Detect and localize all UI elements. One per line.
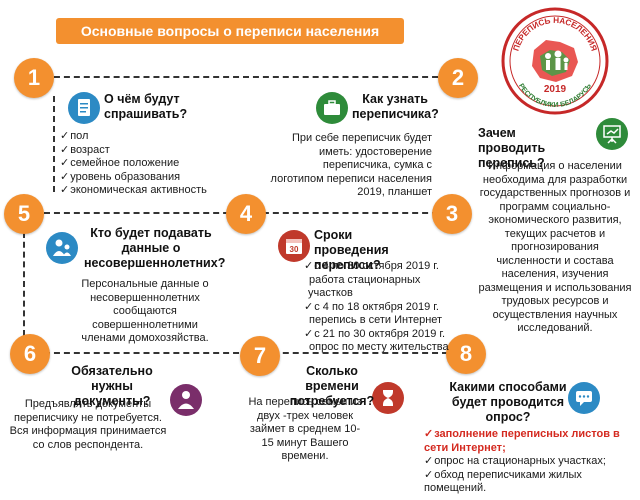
list-item: перепись в сети Интернет — [309, 314, 443, 326]
question-5: Кто будет подавать данные о несовершенно… — [84, 226, 226, 270]
step-badge-3: 3 — [432, 194, 472, 234]
answer-6: Предъявлять документы переписчику не пот… — [9, 398, 167, 451]
step-badge-4: 4 — [226, 194, 266, 234]
answer-2: При себе переписчик будет иметь: удостов… — [270, 132, 432, 198]
census-logo: ПЕРЕПИСЬ НАСЕЛЕНИЯ РЕСПУБЛИКИ БЕЛАРУСЬ 2… — [501, 7, 609, 115]
hourglass-icon — [372, 382, 404, 414]
connector-1-2 — [44, 76, 448, 78]
step-badge-1: 1 — [14, 58, 54, 98]
presentation-icon — [596, 118, 628, 150]
briefcase-icon — [316, 92, 348, 124]
answer-list-8: заполнение переписных листов в сети Инте… — [424, 428, 630, 496]
list-item: обход переписчиками жилых помещений. — [424, 469, 630, 496]
list-item: работа стационарных участков — [308, 273, 421, 300]
list-item: пол — [60, 130, 240, 144]
list-item: заполнение переписных листов в сети Инте… — [424, 428, 630, 455]
list-item: экономическая активность — [60, 184, 240, 198]
questionnaire-icon — [68, 92, 100, 124]
answer-7: На перепись семьи из двух -трех человек … — [248, 396, 362, 462]
question-7: Сколько времени потребуется? — [289, 364, 375, 408]
question-6: Обязательно нужны документы? — [71, 364, 153, 408]
answer-list-1: пол возраст семейное положение уровень о… — [60, 130, 240, 198]
connector-1-5 — [53, 96, 55, 192]
answer-3: Информация о населении необходима для ра… — [478, 160, 632, 334]
list-item: опрос по месту жительства — [309, 341, 449, 353]
step-badge-5: 5 — [4, 194, 44, 234]
step-badge-7: 7 — [240, 336, 280, 376]
step-badge-6: 6 — [10, 334, 50, 374]
list-item: опрос на стационарных участках; — [424, 455, 630, 469]
chat-icon — [568, 382, 600, 414]
question-8: Какими способами будет проводится опрос? — [449, 380, 567, 424]
svg-text:30: 30 — [290, 245, 299, 254]
list-item: с 21 по 30 октября 2019 г. — [304, 328, 464, 342]
step-badge-2: 2 — [438, 58, 478, 98]
list-item: семейное положение — [60, 157, 240, 171]
answer-5: Персональные данные о несовершеннолетних… — [81, 278, 209, 344]
list-item: с 4 по 30 октября 2019 г. — [304, 260, 464, 274]
question-2: Как узнать переписчика? — [352, 92, 439, 121]
question-1: О чём будут спрашивать? — [104, 92, 188, 121]
parent-child-icon — [46, 232, 78, 264]
connector-5-6 — [23, 232, 25, 336]
list-item: уровень образования — [60, 171, 240, 185]
question-3: Зачем проводить перепись? — [478, 126, 546, 170]
svg-text:2019: 2019 — [544, 84, 567, 95]
list-item: возраст — [60, 144, 240, 158]
person-document-icon — [170, 384, 202, 416]
list-item: с 4 по 18 октября 2019 г. — [304, 301, 464, 315]
calendar-icon: 30 — [278, 230, 310, 262]
page-title: Основные вопросы о переписи населения — [56, 18, 404, 44]
answer-list-4: с 4 по 30 октября 2019 г. работа стацион… — [304, 260, 464, 355]
